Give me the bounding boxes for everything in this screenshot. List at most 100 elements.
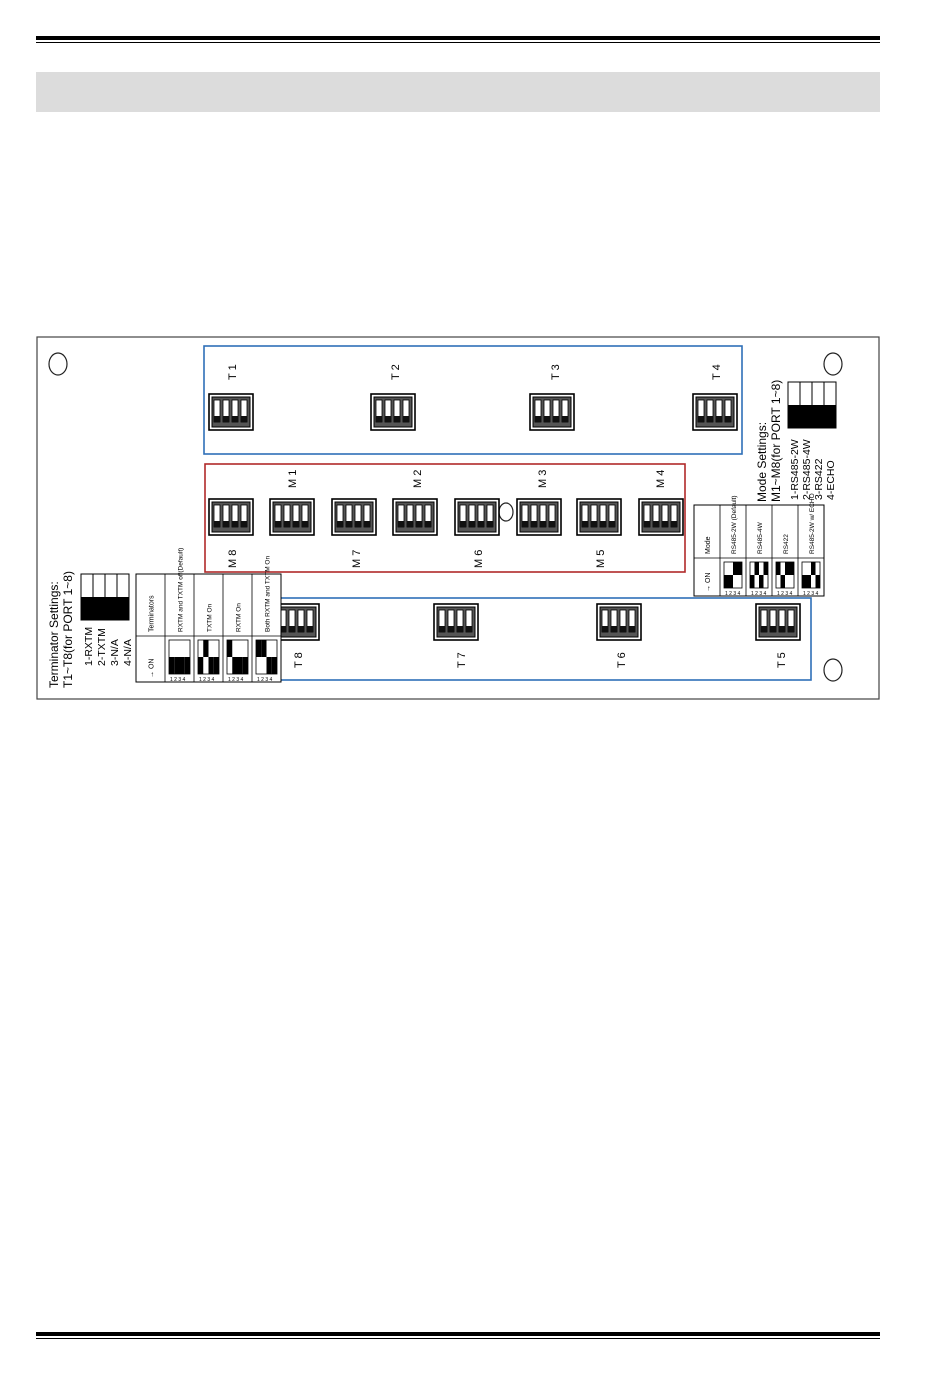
switch-label-t2: T 2 bbox=[390, 364, 402, 380]
settings-dip-cell bbox=[789, 562, 794, 575]
terminator-settings-subtitle: T1~T8(for PORT 1~8) bbox=[61, 571, 75, 688]
settings-dip-cell bbox=[763, 562, 768, 575]
switch-label-m8: M 8 bbox=[227, 550, 239, 568]
mode-legend-4: 4-ECHO bbox=[825, 460, 837, 500]
dip-position-numbers: 1 2 3 4 bbox=[803, 591, 819, 597]
dip-switch-board-diagram: T 1 T 2 T 3 T 4 T 5 T 6 T 7 T 8 M 1 M 2 … bbox=[36, 336, 880, 700]
settings-dip-cell bbox=[815, 575, 820, 588]
header-rule bbox=[36, 36, 880, 40]
dip-position-numbers: 1 2 3 4 bbox=[199, 677, 215, 683]
switch-label-t4: T 4 bbox=[711, 364, 723, 380]
settings-table-header: Terminators bbox=[149, 595, 156, 632]
switch-label-t6: T 6 bbox=[616, 652, 628, 668]
mode-switch bbox=[331, 498, 377, 536]
terminator-legend-4: 4-N/A bbox=[122, 639, 134, 666]
settings-column-label: RS485-2W w/ ECHO bbox=[809, 493, 816, 554]
dip-position-numbers: 1 2 3 4 bbox=[777, 591, 793, 597]
settings-column-label: RS422 bbox=[783, 534, 790, 554]
mode-legend-2: 2-RS485-4W bbox=[801, 439, 813, 500]
mode-settings-title: Mode Settings: bbox=[755, 422, 769, 502]
settings-dip-cell bbox=[737, 562, 742, 575]
settings-dip-cell bbox=[780, 575, 785, 588]
terminator-legend-switch-fill bbox=[81, 597, 129, 620]
settings-dip-cell bbox=[184, 657, 190, 674]
settings-dip-cell bbox=[785, 562, 790, 575]
settings-column-label: RXTM and TXTM off(Default) bbox=[178, 548, 185, 632]
terminator-switch-top bbox=[208, 393, 254, 431]
settings-dip-cell bbox=[724, 575, 729, 588]
dip-position-numbers: 1 2 3 4 bbox=[170, 677, 186, 683]
footer-rule-thin bbox=[36, 1338, 880, 1339]
switch-layer bbox=[208, 393, 801, 641]
settings-column-label: RS485-2W (Default) bbox=[731, 495, 738, 554]
settings-column-label: RXTM On bbox=[236, 603, 243, 632]
dip-position-numbers: 1 2 3 4 bbox=[228, 677, 244, 683]
mode-switch bbox=[392, 498, 438, 536]
settings-dip-cell bbox=[174, 657, 180, 674]
mode-switch bbox=[454, 498, 500, 536]
mode-settings-table: Mode → ON RS485-2W (Default) 1 2 3 4 RS485-4… bbox=[693, 493, 825, 597]
dip-position-numbers: 1 2 3 4 bbox=[751, 591, 767, 597]
settings-dip-cell bbox=[169, 657, 175, 674]
terminator-switch-bottom bbox=[433, 603, 479, 641]
switch-label-t3: T 3 bbox=[550, 364, 562, 380]
terminator-settings-title: Terminator Settings: bbox=[47, 581, 61, 688]
settings-dip-cell bbox=[750, 575, 755, 588]
settings-table-header: Mode bbox=[705, 536, 712, 554]
mode-switch bbox=[208, 498, 254, 536]
terminator-legend-1: 1-RXTM bbox=[83, 627, 95, 666]
switch-label-t8: T 8 bbox=[293, 652, 305, 668]
terminator-switch-bottom bbox=[274, 603, 320, 641]
settings-column-label: RS485-4W bbox=[757, 521, 764, 554]
dip-position-numbers: 1 2 3 4 bbox=[725, 591, 741, 597]
settings-dip-cell bbox=[208, 657, 214, 674]
switch-label-m2: M 2 bbox=[412, 470, 424, 488]
mounting-hole bbox=[823, 658, 843, 682]
terminator-switch-bottom bbox=[755, 603, 801, 641]
settings-dip-cell bbox=[242, 657, 248, 674]
mode-switch bbox=[516, 498, 562, 536]
settings-dip-cell bbox=[754, 562, 759, 575]
section-heading-bar bbox=[36, 72, 880, 112]
mode-legend-switch-fill bbox=[788, 405, 836, 428]
mode-switch bbox=[638, 498, 684, 536]
settings-column-label: TXTM On bbox=[207, 603, 214, 632]
settings-dip-cell bbox=[261, 640, 267, 657]
switch-label-t1: T 1 bbox=[227, 364, 239, 380]
terminator-switch-top bbox=[370, 393, 416, 431]
terminator-switch-top bbox=[692, 393, 738, 431]
on-direction-label: → ON bbox=[705, 573, 712, 592]
settings-dip-cell bbox=[213, 657, 219, 674]
terminator-switch-bottom bbox=[596, 603, 642, 641]
settings-dip-cell bbox=[811, 562, 816, 575]
switch-label-m4: M 4 bbox=[655, 470, 667, 488]
settings-column-label: Both RXTM and TXTM On bbox=[265, 556, 272, 632]
settings-dip-cell bbox=[198, 657, 204, 674]
mode-legend-3: 3-RS422 bbox=[813, 458, 825, 500]
mode-switch bbox=[269, 498, 315, 536]
switch-label-t7: T 7 bbox=[456, 652, 468, 668]
settings-dip-cell bbox=[237, 657, 243, 674]
terminator-frame-top bbox=[203, 345, 743, 455]
mounting-hole bbox=[823, 352, 843, 376]
settings-dip-cell bbox=[266, 657, 272, 674]
settings-dip-cell bbox=[733, 562, 738, 575]
switch-label-m3: M 3 bbox=[537, 470, 549, 488]
mode-settings-subtitle: M1~M8(for PORT 1~8) bbox=[769, 380, 783, 502]
settings-dip-cell bbox=[759, 575, 764, 588]
on-direction-label: → ON bbox=[149, 659, 156, 678]
mode-switch bbox=[576, 498, 622, 536]
settings-dip-cell bbox=[806, 575, 811, 588]
settings-dip-cell bbox=[776, 562, 781, 575]
terminator-legend-2: 2-TXTM bbox=[96, 628, 108, 666]
switch-label-m5: M 5 bbox=[595, 550, 607, 568]
settings-dip-cell bbox=[728, 575, 733, 588]
settings-dip-cell bbox=[256, 640, 262, 657]
dip-position-numbers: 1 2 3 4 bbox=[257, 677, 273, 683]
footer-rule bbox=[36, 1332, 880, 1336]
terminator-legend-3: 3-N/A bbox=[109, 639, 121, 666]
switch-label-m1: M 1 bbox=[287, 470, 299, 488]
mode-frame bbox=[204, 463, 686, 573]
settings-dip-cell bbox=[271, 657, 277, 674]
mounting-hole bbox=[48, 352, 68, 376]
